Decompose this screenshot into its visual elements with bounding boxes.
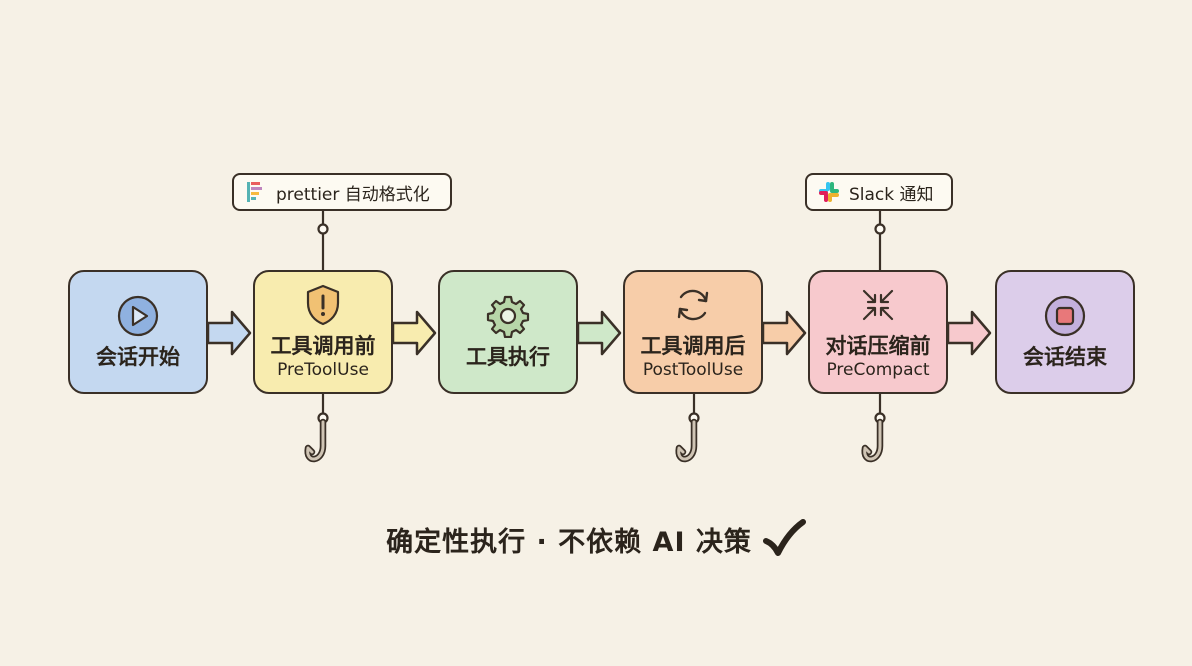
node-tool-execute: 工具执行 [438, 270, 578, 394]
node-subtitle: PreToolUse [277, 360, 369, 380]
arrow-3 [576, 310, 622, 356]
node-title: 会话开始 [96, 345, 180, 369]
node-title: 对话压缩前 [825, 334, 931, 358]
refresh-icon [671, 283, 715, 327]
node-pre-tool-use: 工具调用前 PreToolUse [253, 270, 393, 394]
node-title: 工具执行 [466, 345, 550, 369]
arrow-5 [946, 310, 992, 356]
callout-prettier: prettier 自动格式化 [232, 173, 452, 211]
node-title: 工具调用后 [640, 334, 746, 358]
callout-label: prettier 自动格式化 [276, 184, 430, 205]
connector-dot [317, 223, 329, 235]
node-post-tool-use: 工具调用后 PostToolUse [623, 270, 763, 394]
callout-slack: Slack 通知 [805, 173, 953, 211]
node-subtitle: PostToolUse [642, 360, 744, 380]
warning-shield-icon [301, 283, 345, 327]
footer-text: 确定性执行 · 不依赖 AI 决策 [386, 526, 752, 558]
footer-caption: 确定性执行 · 不依赖 AI 决策 [0, 516, 1192, 562]
hook-icon [861, 392, 886, 463]
callout-label: Slack 通知 [849, 184, 934, 205]
arrow-2 [391, 310, 437, 356]
arrow-1 [206, 310, 252, 356]
connector-dot [874, 223, 886, 235]
node-title: 会话结束 [1023, 345, 1107, 369]
compress-icon [856, 283, 900, 327]
hook-icon [304, 392, 329, 463]
stop-icon [1043, 294, 1087, 338]
gear-icon [486, 294, 530, 338]
hook-icon [675, 392, 700, 463]
prettier-icon [244, 180, 268, 204]
play-icon [116, 294, 160, 338]
slack-icon [817, 180, 841, 204]
node-title: 工具调用前 [270, 334, 376, 358]
node-pre-compact: 对话压缩前 PreCompact [808, 270, 948, 394]
node-subtitle: PreCompact [826, 360, 930, 380]
node-session-end: 会话结束 [995, 270, 1135, 394]
arrow-4 [761, 310, 807, 356]
check-icon [762, 519, 806, 559]
node-session-start: 会话开始 [68, 270, 208, 394]
